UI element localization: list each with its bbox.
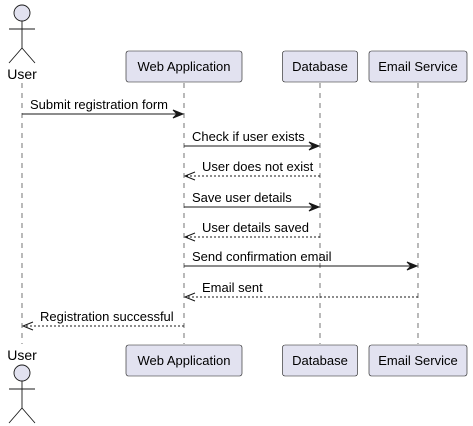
actor-user-bottom-icon (8, 364, 36, 424)
lifelines (21, 83, 419, 344)
message-8: Registration successful (21, 309, 184, 331)
message-6: Send confirmation email (184, 249, 419, 271)
participant-label-db-top: Database (292, 59, 348, 74)
participant-box-email-top: Email Service (368, 50, 468, 83)
message-label: Email sent (202, 280, 263, 295)
message-4: Save user details (184, 190, 321, 212)
message-arrowhead (183, 171, 196, 181)
participant-heads: User Web Application Database Email Service (7, 4, 468, 83)
participant-label-user-bottom: User (7, 347, 37, 363)
message-arrowhead (308, 141, 321, 151)
participant-label-email-bottom: Email Service (378, 353, 457, 368)
message-1: Submit registration form (22, 97, 185, 119)
message-arrowhead (183, 232, 196, 242)
participant-box-bg (125, 344, 243, 377)
participant-box-web-bottom: Web Application (125, 344, 243, 377)
message-label: Submit registration form (30, 97, 168, 112)
message-arrowhead (172, 109, 185, 119)
participant-label-email-top: Email Service (378, 59, 457, 74)
message-3: User does not exist (183, 159, 320, 181)
participant-label-web-top: Web Application (138, 59, 231, 74)
participant-box-bg (282, 50, 358, 83)
message-5: User details saved (183, 220, 320, 242)
participant-box-web-top: Web Application (125, 50, 243, 83)
message-label: Send confirmation email (192, 249, 332, 264)
participant-box-bg (125, 50, 243, 83)
participant-feet: User Web Application Database Email Service (7, 344, 468, 424)
message-7: Email sent (183, 280, 418, 302)
participant-box-email-bottom: Email Service (368, 344, 468, 377)
message-arrowhead (21, 321, 34, 331)
message-arrowhead (183, 292, 196, 302)
message-label: Check if user exists (192, 129, 305, 144)
actor-user-top-icon (8, 4, 36, 64)
participant-box-bg (368, 50, 468, 83)
participant-label-web-bottom: Web Application (138, 353, 231, 368)
message-arrowhead (406, 261, 419, 271)
message-label: User details saved (202, 220, 309, 235)
participant-box-bg (282, 344, 358, 377)
participant-label-user-top: User (7, 66, 37, 82)
participant-box-bg (368, 344, 468, 377)
message-label: Save user details (192, 190, 292, 205)
message-2: Check if user exists (184, 129, 321, 151)
participant-box-db-top: Database (282, 50, 358, 83)
message-label: Registration successful (40, 309, 174, 324)
message-label: User does not exist (202, 159, 314, 174)
participant-label-db-bottom: Database (292, 353, 348, 368)
participant-box-db-bottom: Database (282, 344, 358, 377)
message-arrowhead (308, 202, 321, 212)
